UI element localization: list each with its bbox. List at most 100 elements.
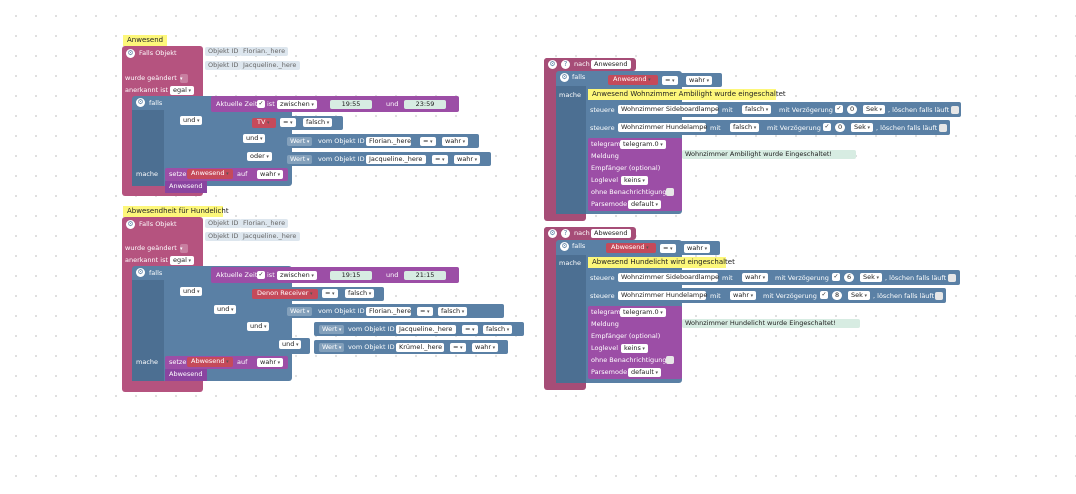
comment-anwesend[interactable]: Anwesend <box>123 35 167 46</box>
objekt-value-4[interactable]: Jacqueline._here <box>396 325 456 334</box>
parsemode-dropdown[interactable]: default <box>628 200 661 209</box>
telegram-instance-dropdown[interactable]: telegram.0 <box>620 140 666 149</box>
eq-dropdown-3[interactable]: = <box>432 155 448 164</box>
var-anwesend-dropdown[interactable]: Anwesend <box>188 169 232 178</box>
steuere-value-dropdown-1[interactable]: falsch <box>742 105 772 114</box>
und-dropdown[interactable]: und <box>180 116 203 125</box>
sek-dropdown-4[interactable]: Sek <box>848 291 870 300</box>
steuere-value-dropdown-2[interactable]: falsch <box>730 123 760 132</box>
wert-label-1[interactable]: Wert <box>287 137 313 146</box>
loeschen-checkbox-3[interactable] <box>948 274 956 282</box>
falsch-dropdown[interactable]: falsch <box>303 118 333 127</box>
falsch-dropdown-4[interactable]: falsch <box>483 325 513 334</box>
gear-icon[interactable]: ⚙ <box>136 98 145 107</box>
denon-dropdown[interactable]: Denon Receiver <box>254 289 316 298</box>
wert-label-2[interactable]: Wert <box>287 155 313 164</box>
meldung-text-1[interactable]: Wohnzimmer Ambilight wurde Eingeschaltet… <box>682 150 856 159</box>
compare-var-dropdown-3[interactable]: Anwesend <box>610 75 654 84</box>
gear-icon[interactable]: ⚙ <box>548 60 557 69</box>
eq-dropdown-5[interactable]: = <box>417 307 433 316</box>
help-icon[interactable]: ? <box>561 60 570 69</box>
wert-label-4[interactable]: Wert <box>319 325 345 334</box>
zwischen-dropdown[interactable]: zwischen <box>277 100 317 109</box>
loglevel-dropdown[interactable]: keins <box>621 176 648 185</box>
tv-dropdown[interactable]: TV <box>254 118 273 127</box>
telegram-block-2[interactable] <box>588 306 682 379</box>
nach-var-field[interactable]: Abwesend <box>591 229 631 238</box>
and-block-1[interactable] <box>177 98 211 170</box>
help-icon[interactable]: ? <box>561 229 570 238</box>
und-dropdown-5[interactable]: und <box>247 322 270 331</box>
objekt-value-1[interactable]: Florian._here <box>366 137 411 146</box>
gear-icon[interactable]: ⚙ <box>560 73 569 82</box>
eq-dropdown-6[interactable]: = <box>462 325 478 334</box>
wahr-dropdown-2[interactable]: wahr <box>454 155 481 164</box>
telegram-block-1[interactable] <box>588 138 682 211</box>
delay-value-3[interactable]: 6 <box>844 273 855 282</box>
objekt-id-value-2[interactable]: Jacqueline._here <box>240 61 300 70</box>
steuere-value-dropdown-4[interactable]: wahr <box>730 291 757 300</box>
steuere-device-2[interactable]: Wohnzimmer Hundelampe <box>618 123 707 132</box>
eq-dropdown-9[interactable]: = <box>660 244 676 253</box>
nach-var-field[interactable]: Anwesend <box>591 60 631 69</box>
eq-dropdown-8[interactable]: = <box>662 76 678 85</box>
objekt-value-2[interactable]: Jacqueline._here <box>366 155 426 164</box>
delay-value-2[interactable]: 0 <box>835 123 846 132</box>
steuere-value-dropdown-3[interactable]: wahr <box>742 273 769 282</box>
loeschen-checkbox-1[interactable] <box>951 106 959 114</box>
compare-var-dropdown-4[interactable]: Abwesend <box>608 243 652 252</box>
parsemode-dropdown[interactable]: default <box>628 368 661 377</box>
sek-dropdown-2[interactable]: Sek <box>851 123 873 132</box>
und-dropdown-3[interactable]: und <box>180 287 203 296</box>
und-dropdown-2[interactable]: und <box>243 134 266 143</box>
anerkannt-dropdown[interactable]: egal <box>170 256 195 265</box>
wahr-dropdown-3[interactable]: wahr <box>257 170 284 179</box>
wahr-dropdown-4[interactable]: wahr <box>472 343 499 352</box>
falsch-dropdown-3[interactable]: falsch <box>438 307 468 316</box>
wahr-dropdown-7[interactable]: wahr <box>684 244 711 253</box>
comment-ambilight[interactable]: Anwesend Wohnzimmer Ambilight wurde eing… <box>588 89 786 100</box>
delay-value-1[interactable]: 0 <box>847 105 858 114</box>
gear-icon[interactable]: ⚙ <box>136 268 145 277</box>
objekt-value-3[interactable]: Florian._here <box>366 307 411 316</box>
var-output-1[interactable] <box>165 181 207 193</box>
oder-dropdown[interactable]: oder <box>247 152 272 161</box>
ohne-benachrichtigung-checkbox[interactable] <box>666 188 674 196</box>
zwischen-dropdown[interactable]: zwischen <box>277 271 317 280</box>
gear-icon[interactable]: ⚙ <box>548 229 557 238</box>
steuere-device-3[interactable]: Wohnzimmer Sideboardlampe <box>618 273 719 282</box>
wahr-dropdown-5[interactable]: wahr <box>257 358 284 367</box>
comment-abwesendheit[interactable]: Abwesendheit für Hundelicht <box>123 206 229 217</box>
steuere-device-1[interactable]: Wohnzimmer Sideboardlampe <box>618 105 719 114</box>
wert-label-3[interactable]: Wert <box>287 307 313 316</box>
sek-dropdown-1[interactable]: Sek <box>863 105 885 114</box>
comment-hundelicht[interactable]: Abwesend Hundelicht wird eingeschaltet <box>588 257 735 268</box>
steuere-device-4[interactable]: Wohnzimmer Hundelampe <box>618 291 707 300</box>
time-start[interactable]: 19:55 <box>330 100 372 109</box>
loglevel-dropdown[interactable]: keins <box>621 344 648 353</box>
verzoegerung-checkbox[interactable]: ✓ <box>823 123 831 131</box>
wurde-geaendert-dropdown[interactable] <box>180 74 188 83</box>
sek-dropdown-3[interactable]: Sek <box>860 273 882 282</box>
eq-dropdown[interactable]: = <box>280 118 296 127</box>
verzoegerung-checkbox[interactable]: ✓ <box>835 105 843 113</box>
var-output-2[interactable] <box>165 369 207 381</box>
delay-value-4[interactable]: 8 <box>832 291 843 300</box>
objekt-id-value-3[interactable]: Florian._here <box>240 219 288 228</box>
gear-icon[interactable]: ⚙ <box>126 49 135 58</box>
objekt-value-5[interactable]: Krümel._here <box>396 343 444 352</box>
loeschen-checkbox-4[interactable] <box>935 292 943 300</box>
telegram-instance-dropdown[interactable]: telegram.0 <box>620 308 666 317</box>
time-end[interactable]: 23:59 <box>404 100 446 109</box>
time-end-2[interactable]: 21:15 <box>404 271 446 280</box>
gear-icon[interactable]: ⚙ <box>126 220 135 229</box>
wurde-geaendert-dropdown[interactable] <box>180 244 188 253</box>
verzoegerung-checkbox[interactable]: ✓ <box>820 291 828 299</box>
eq-dropdown-4[interactable]: = <box>322 289 338 298</box>
eq-dropdown-2[interactable]: = <box>420 137 436 146</box>
verzoegerung-checkbox[interactable]: ✓ <box>832 273 840 281</box>
gear-icon[interactable]: ⚙ <box>560 242 569 251</box>
ohne-benachrichtigung-checkbox[interactable] <box>666 356 674 364</box>
eq-dropdown-7[interactable]: = <box>450 343 466 352</box>
var-abwesend-dropdown[interactable]: Abwesend <box>188 357 232 366</box>
